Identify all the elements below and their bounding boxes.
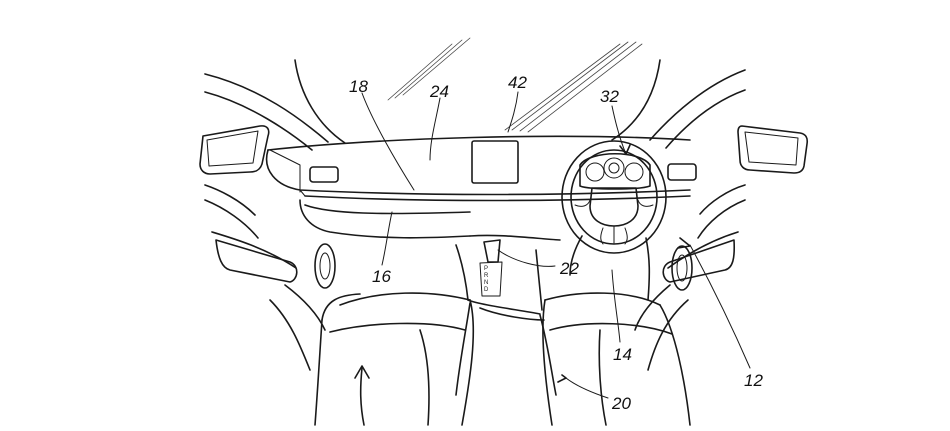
leader-24 [429, 97, 441, 161]
arrow-32 [619, 144, 631, 155]
left-seat [314, 292, 475, 426]
leader-22 [497, 249, 556, 267]
a-pillars [204, 59, 746, 151]
shift-letter-n: N [484, 280, 488, 286]
leader-14 [611, 269, 621, 343]
arrowheads [557, 144, 691, 383]
ref-18: 18 [349, 77, 368, 96]
center-display [471, 140, 519, 184]
leader-12 [689, 244, 751, 369]
left-speaker [314, 243, 336, 289]
left-side-mirror [199, 125, 270, 175]
instrument-cluster [579, 152, 651, 190]
center-console [455, 244, 557, 396]
right-side-mirror [737, 125, 809, 174]
right-door-panel [634, 184, 746, 371]
reference-numerals: 18 24 42 32 16 22 14 12 20 [349, 73, 763, 413]
shift-letter-d: D [484, 287, 489, 293]
right-air-vent [667, 163, 697, 181]
leader-18 [361, 92, 415, 191]
leader-16 [381, 211, 393, 266]
ref-14: 14 [613, 345, 632, 364]
leader-lines [361, 91, 751, 399]
steering-column [569, 235, 651, 301]
ref-42: 42 [508, 73, 527, 92]
leader-42 [507, 91, 519, 133]
shift-letter-p: P [484, 266, 488, 272]
left-door-panel [204, 184, 326, 371]
arrow-20 [557, 374, 567, 383]
arrow-12 [677, 237, 691, 249]
ref-32: 32 [600, 87, 619, 106]
ref-22: 22 [559, 259, 579, 278]
right-speaker [671, 245, 693, 291]
right-seat [542, 292, 691, 426]
windshield-glare-hatching [387, 37, 643, 133]
steering-wheel [561, 140, 667, 254]
ref-24: 24 [429, 82, 449, 101]
gear-shifter: P R N D [479, 239, 503, 297]
left-air-vent [309, 166, 339, 183]
ref-20: 20 [611, 394, 631, 413]
ref-16: 16 [372, 267, 391, 286]
unlabeled-arrow [354, 365, 370, 426]
leader-32 [611, 105, 627, 155]
ref-12: 12 [744, 371, 763, 390]
leader-20 [565, 377, 609, 399]
shift-letter-r: R [484, 273, 489, 279]
